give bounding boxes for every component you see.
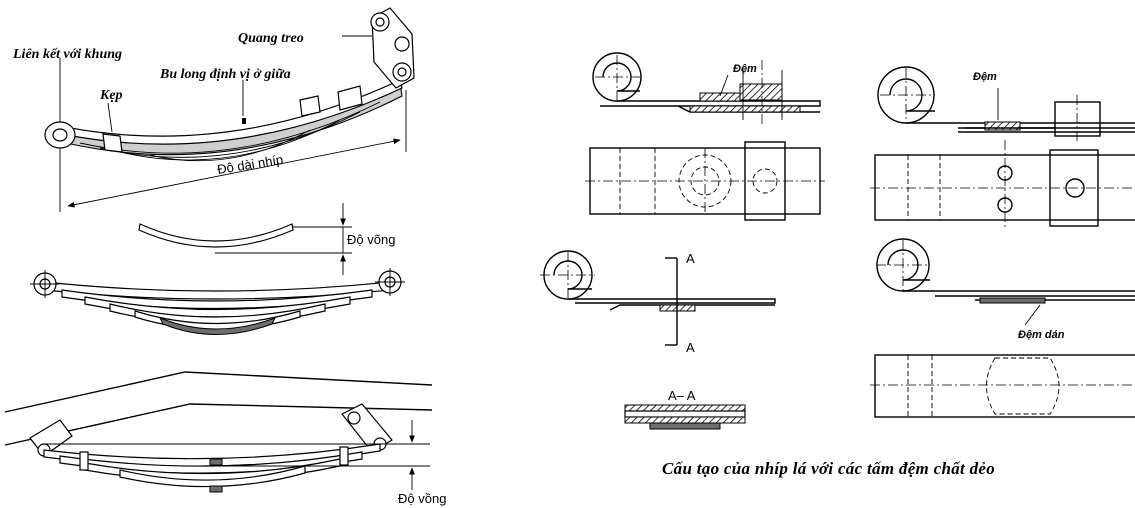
- label-section-a-bottom: A: [686, 340, 695, 355]
- label-pad-1: Đệm: [733, 63, 757, 75]
- label-frame-link: Liên kết với khung: [12, 47, 122, 62]
- label-spring-length: Độ dài nhíp: [216, 152, 284, 177]
- pad-detail-2: [870, 66, 1135, 230]
- mounted-spring: [4, 371, 433, 493]
- label-shackle: Quang treo: [238, 31, 304, 46]
- label-section-a-top: A: [686, 251, 695, 266]
- pad-detail-3: [540, 250, 776, 430]
- leaf-spring-stack: [30, 268, 405, 335]
- label-pad-2: Đệm: [973, 71, 997, 83]
- pad-detail-4: [870, 238, 1135, 418]
- label-camber: Độ vồng: [398, 491, 446, 506]
- figure-caption: Cấu tạo của nhíp lá với các tấm đệm chất…: [662, 459, 995, 478]
- leaf-spring-3d: [44, 7, 415, 212]
- label-clamp: Kẹp: [99, 88, 123, 103]
- label-bonded-pad: Đệm dán: [1018, 329, 1065, 341]
- single-leaf-deflection: [138, 203, 352, 275]
- label-center-bolt: Bu long định vị ở giữa: [159, 67, 291, 82]
- pad-detail-1: [585, 52, 825, 221]
- label-section-aa: A– A: [668, 388, 696, 403]
- label-deflection: Độ võng: [347, 232, 395, 247]
